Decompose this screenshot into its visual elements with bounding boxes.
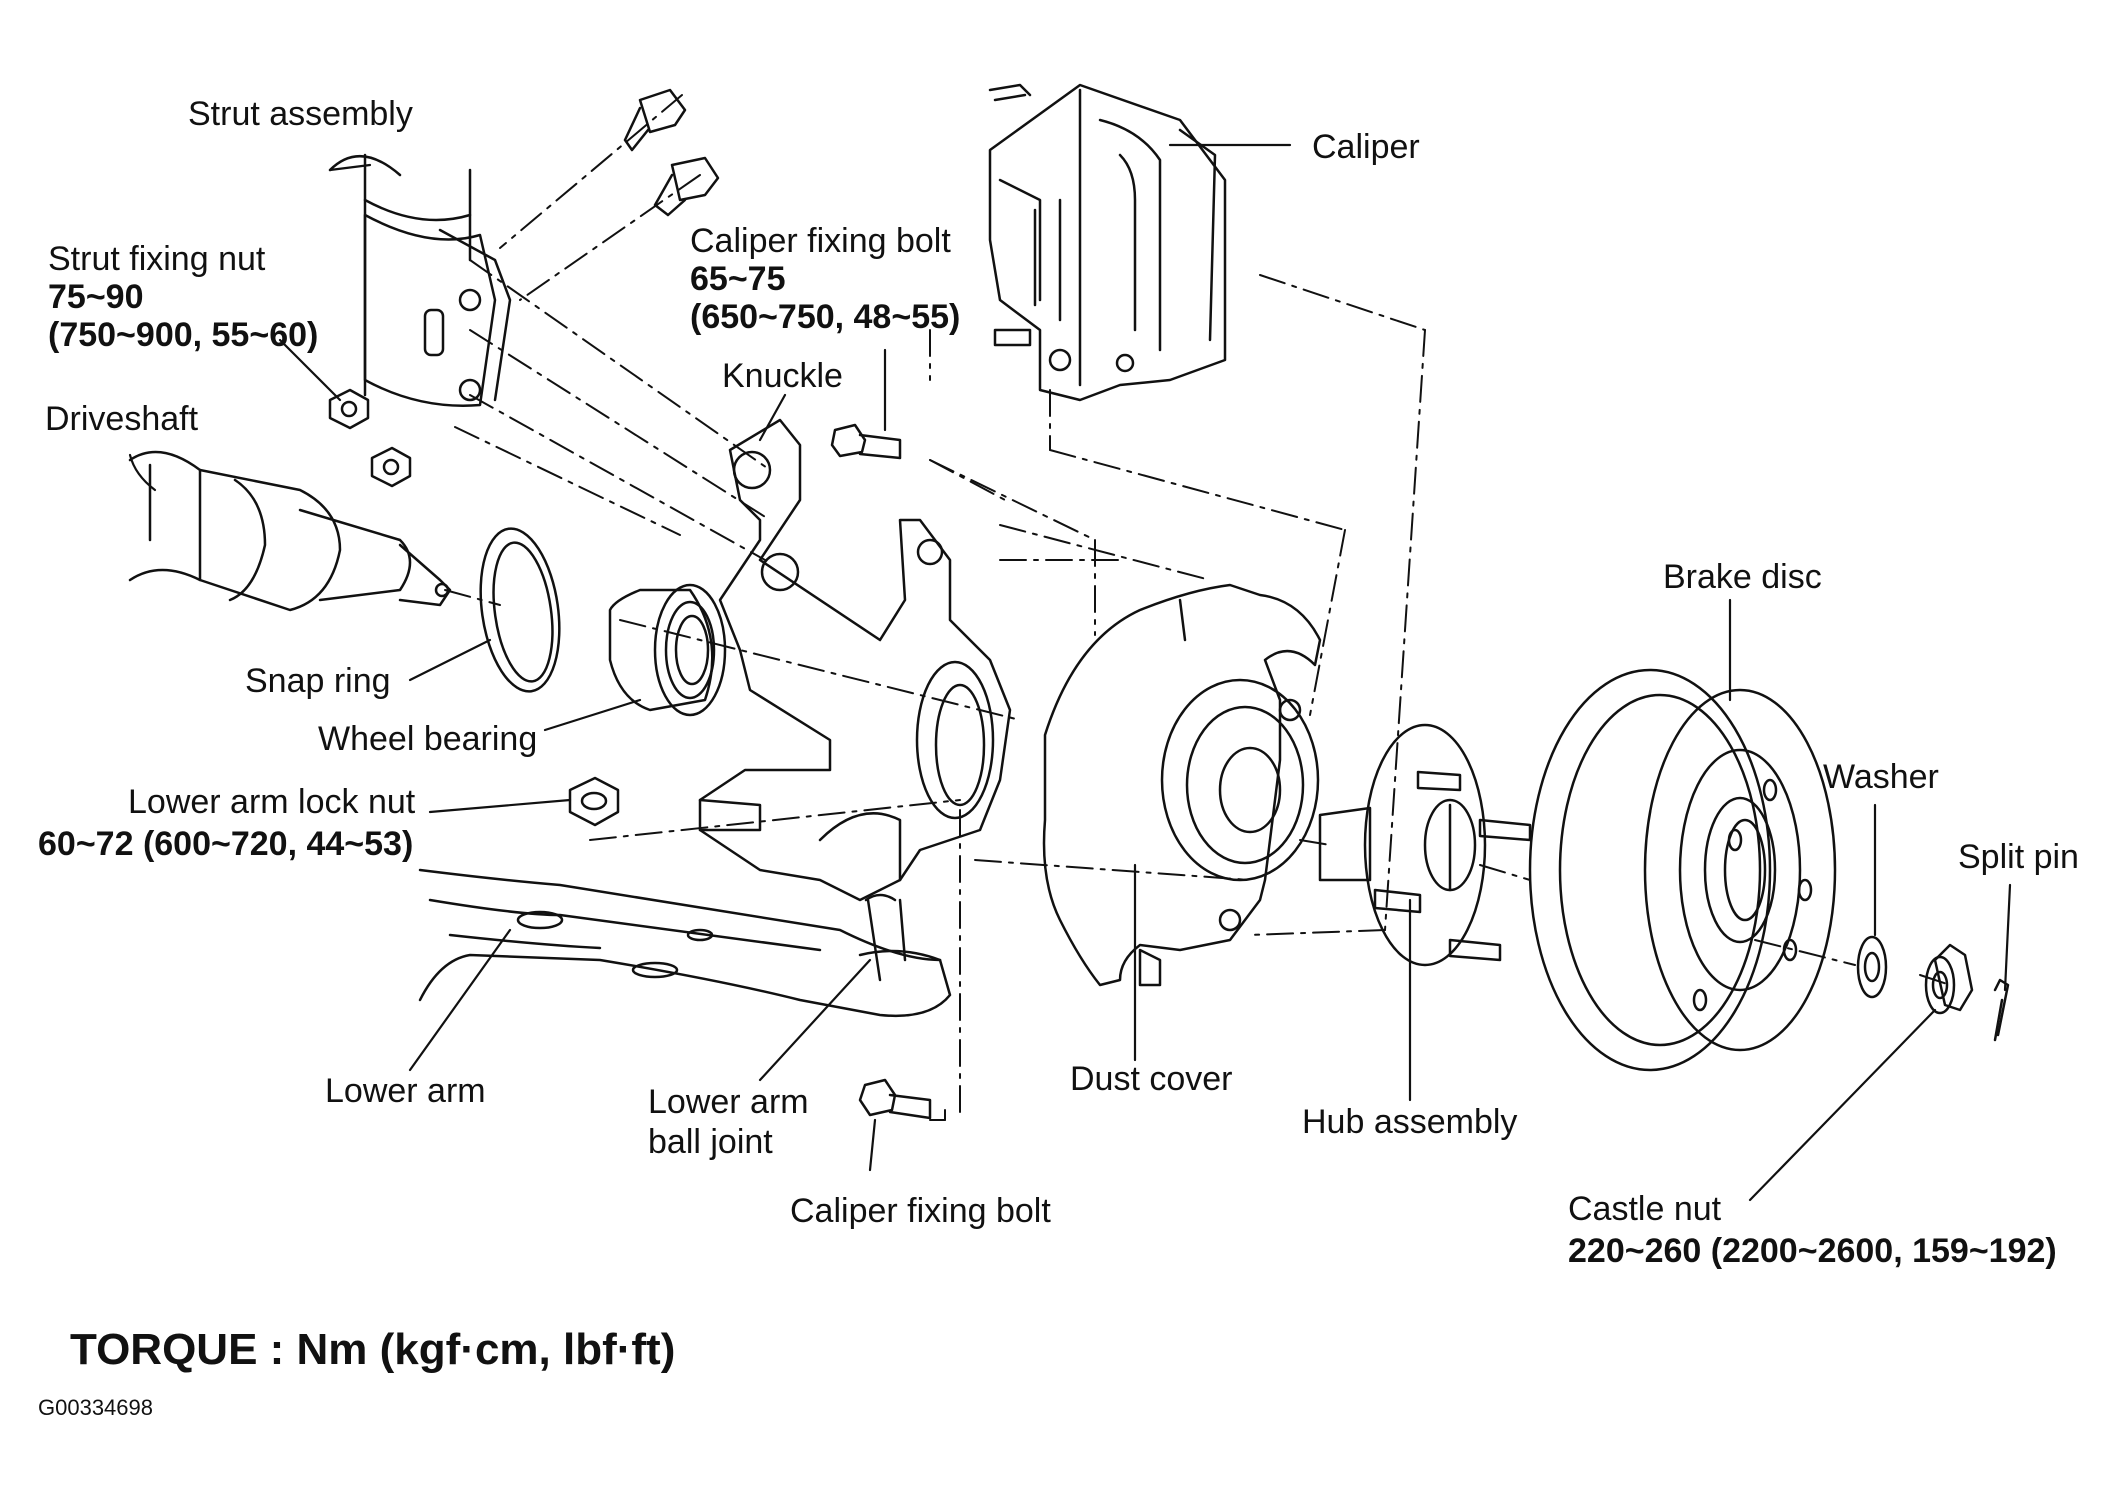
label-lower-arm-ball-joint-line2: ball joint	[648, 1123, 773, 1161]
split-pin-drawing	[1995, 980, 2008, 1040]
label-driveshaft: Driveshaft	[45, 400, 199, 438]
label-lower-arm-lock-nut: Lower arm lock nut	[128, 783, 416, 821]
label-strut-fixing-nut: Strut fixing nut	[48, 240, 266, 278]
caliper-drawing	[990, 85, 1225, 400]
hub-assembly-drawing	[1320, 725, 1530, 965]
label-washer: Washer	[1823, 758, 1939, 796]
washer-drawing	[1858, 937, 1886, 997]
label-caliper-fixing-bolt-bottom: Caliper fixing bolt	[790, 1192, 1051, 1230]
leader-lines	[130, 145, 2010, 1200]
label-castle-nut: Castle nut	[1568, 1190, 1722, 1228]
castle-nut-drawing	[1926, 945, 1972, 1013]
label-lower-arm-ball-joint-line1: Lower arm	[648, 1083, 809, 1121]
caliper-fixing-bolt-torque-units: (650~750, 48~55)	[690, 298, 961, 336]
torque-units-legend: TORQUE : Nm (kgf·cm, lbf·ft)	[70, 1325, 676, 1374]
strut-fixing-nuts-drawing	[330, 390, 410, 486]
dust-cover-drawing	[1044, 585, 1320, 985]
label-lower-arm: Lower arm	[325, 1072, 486, 1110]
strut-fixing-nut-torque-value: 75~90	[48, 278, 144, 316]
lower-arm-drawing	[420, 870, 950, 1016]
caliper-fixing-bolt-top-drawing	[832, 425, 900, 458]
label-hub-assembly: Hub assembly	[1302, 1103, 1518, 1141]
label-dust-cover: Dust cover	[1070, 1060, 1233, 1098]
label-wheel-bearing: Wheel bearing	[318, 720, 538, 758]
figure-code: G00334698	[38, 1395, 153, 1420]
strut-fixing-nut-torque-units: (750~900, 55~60)	[48, 316, 319, 354]
label-caliper: Caliper	[1312, 128, 1420, 166]
strut-bolts-drawing	[625, 90, 718, 215]
wheel-bearing-drawing	[610, 585, 725, 715]
label-split-pin: Split pin	[1958, 838, 2079, 876]
knuckle-drawing	[700, 420, 1010, 900]
snap-ring-drawing	[471, 524, 569, 697]
brake-disc-drawing	[1530, 670, 1835, 1070]
caliper-fixing-bolt-torque-value: 65~75	[690, 260, 786, 298]
label-knuckle: Knuckle	[722, 357, 843, 395]
castle-nut-torque: 220~260 (2200~2600, 159~192)	[1568, 1232, 2057, 1270]
label-strut-assembly: Strut assembly	[188, 95, 413, 133]
lower-arm-lock-nut-drawing	[570, 778, 618, 825]
lower-arm-lock-nut-torque: 60~72 (600~720, 44~53)	[38, 825, 414, 863]
strut-assembly-drawing	[330, 155, 510, 406]
label-snap-ring: Snap ring	[245, 662, 391, 700]
label-brake-disc: Brake disc	[1663, 558, 1822, 596]
assembly-guide-lines	[445, 95, 1950, 1120]
label-caliper-fixing-bolt-top: Caliper fixing bolt	[690, 222, 951, 260]
driveshaft-drawing	[130, 452, 450, 610]
caliper-fixing-bolt-bottom-drawing	[860, 1080, 930, 1118]
